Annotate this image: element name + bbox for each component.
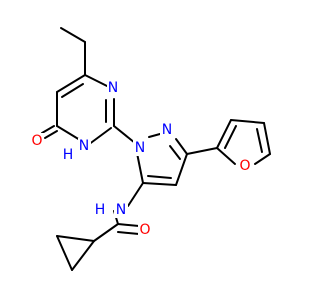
atom-label-o-carbonyl-pyrimidine: O: [31, 133, 42, 149]
atom-label-background: [78, 138, 91, 154]
bond-pyrazole-to-amide-n: [127, 182, 144, 207]
atom-label-o-furan: O: [239, 158, 250, 174]
bond-pyrimidine-c6-n1: [56, 125, 81, 141]
atom-label-background: [133, 140, 147, 156]
bond-pyrimidine-c6-o-a: [41, 125, 55, 134]
atom-label-background: [107, 80, 120, 96]
bond-pyrazole-n1-n2: [148, 133, 161, 138]
atom-label-n-amide: N: [116, 202, 126, 218]
bond-pyrimidine-c6-o-b: [44, 130, 58, 139]
bond-pyrimidine-c4-c5-inner: [61, 83, 84, 98]
bond-layer: [41, 27, 271, 271]
atom-label-background: [93, 202, 107, 218]
atom-label-background: [114, 202, 128, 218]
atom-label-n-pyrazole-1: N: [135, 140, 145, 156]
bond-amide-c-cyclopropyl: [93, 223, 119, 242]
canvas-background: [0, 0, 300, 300]
bond-pyrazole-n2-c3: [175, 138, 188, 155]
atom-label-n-pyrimidine-top: N: [108, 80, 118, 96]
atom-label-h-on-n-amide: H: [95, 202, 106, 218]
bond-pyrazole-c4-c5-inner: [147, 175, 172, 179]
atom-label-background: [238, 158, 252, 174]
bond-furan-c2-c3: [216, 119, 232, 149]
bond-cyclopropyl-c-a: [71, 240, 95, 271]
bond-furan-c4-c5: [263, 122, 271, 155]
atom-label-background: [160, 122, 174, 138]
bond-pyrazole-c5-n1: [136, 152, 144, 184]
bond-furan-o-c2: [216, 147, 236, 165]
atom-label-h-on-n-pyrimidine: H: [63, 147, 74, 163]
bond-cyclopropyl-a-b: [56, 235, 95, 242]
bond-furan-c2-c3-inner: [224, 125, 237, 149]
atom-label-background: [138, 222, 152, 238]
bond-pyrimidine-n1-c2: [87, 127, 112, 146]
atom-label-layer: O N H N N N O N H O: [30, 80, 252, 238]
molecule-structure-drawing: O N H N N N O N H O: [0, 0, 300, 300]
bond-pyrimidine-c4-c5: [56, 74, 86, 93]
atom-label-n-h-pyrimidine: N: [79, 138, 89, 154]
atom-label-n-pyrazole-2: N: [162, 122, 172, 138]
bond-amide-c-o-b: [117, 231, 140, 235]
bond-furan-c3-c4: [230, 119, 265, 124]
bond-cyclopropyl-b-c: [56, 235, 73, 271]
bond-pyrimidine-to-pyrazole: [113, 125, 136, 144]
atom-label-o-amide: O: [139, 222, 150, 238]
bond-furan-c5-o: [254, 153, 271, 165]
atom-label-background: [30, 133, 44, 149]
bond-pyrazole-c4-c5: [142, 182, 177, 186]
bond-furan-c4-c5-inner: [256, 128, 263, 153]
bond-pyrazole-n2-c3-inner: [169, 145, 181, 160]
bond-ethyl-ch3-ch2: [60, 27, 86, 43]
atom-label-background: [62, 147, 75, 163]
bond-amide-c-o-a: [117, 223, 140, 227]
bond-pyrazole-c3-c4: [175, 153, 188, 186]
bond-pyrimidine-n3-c4: [84, 74, 108, 87]
bond-pyrazole-to-furan: [186, 147, 218, 155]
